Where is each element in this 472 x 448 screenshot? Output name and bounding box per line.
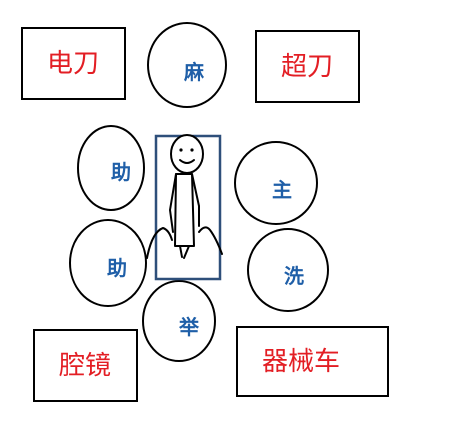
equipment-label: 超刀	[281, 52, 333, 82]
patient-smile	[179, 159, 195, 164]
staff-circle	[147, 22, 227, 108]
equipment-box	[33, 329, 138, 402]
equipment-box	[236, 326, 389, 397]
patient-left-drape	[146, 227, 173, 259]
equipment-box	[255, 30, 360, 103]
patient-right-drape	[198, 226, 223, 255]
staff-label: 助	[111, 160, 131, 184]
staff-label: 洗	[284, 264, 304, 288]
staff-circle	[69, 219, 147, 307]
staff-label: 助	[107, 256, 127, 280]
equipment-instrument-cart: 器械车	[236, 326, 389, 397]
equipment-laparoscope: 腔镜	[33, 329, 138, 402]
patient-left-arm	[169, 173, 177, 233]
patient-right-leg	[183, 245, 190, 259]
equipment-ultrasonic-scalpel: 超刀	[255, 30, 360, 103]
staff-circle	[234, 141, 318, 225]
equipment-label: 腔镜	[59, 351, 111, 381]
staff-label: 主	[272, 178, 292, 202]
patient-figure	[146, 134, 223, 259]
staff-assistant-lower: 助	[69, 219, 147, 307]
staff-surgeon: 主	[234, 141, 318, 225]
patient-right-arm	[191, 173, 200, 227]
equipment-box	[21, 27, 126, 100]
patient-left-leg	[179, 245, 183, 258]
equipment-electrosurgical-unit: 电刀	[21, 27, 126, 100]
staff-label: 麻	[183, 60, 205, 84]
patient-torso	[174, 173, 195, 247]
staff-camera-holder: 举	[142, 280, 216, 362]
equipment-label: 电刀	[47, 49, 99, 79]
staff-circle	[247, 228, 329, 312]
patient-left-eye	[179, 148, 183, 152]
equipment-label: 器械车	[262, 347, 340, 377]
staff-anesthetist: 麻	[147, 22, 227, 108]
patient-right-eye	[190, 148, 194, 152]
staff-scrub-nurse: 洗	[247, 228, 329, 312]
staff-circle	[77, 125, 145, 211]
patient-head	[170, 134, 204, 174]
staff-label: 举	[178, 315, 200, 339]
staff-assistant-upper: 助	[77, 125, 145, 211]
staff-circle	[142, 280, 216, 362]
